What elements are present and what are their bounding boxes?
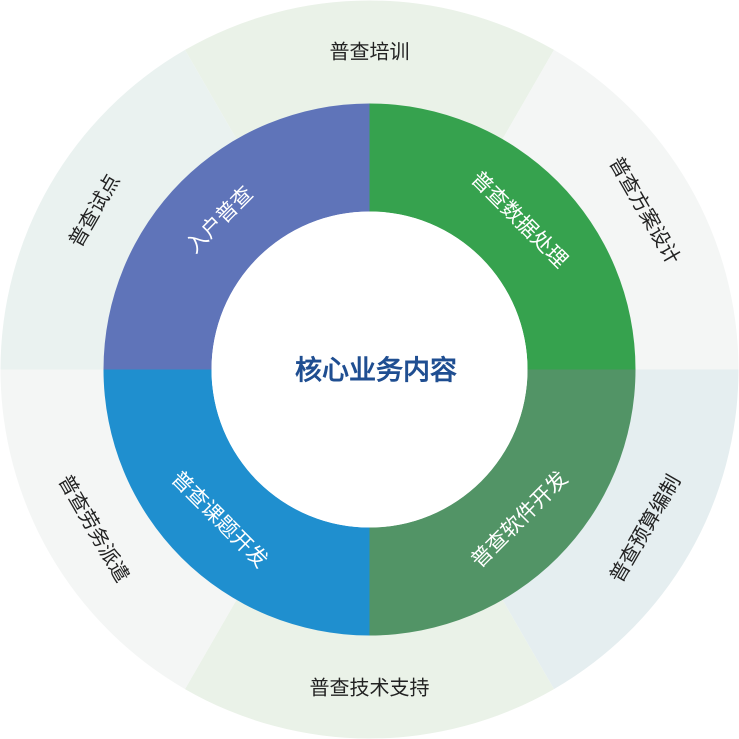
center-title: 核心业务内容 xyxy=(295,355,457,387)
inner-segment-software-dev xyxy=(369,369,636,636)
outer-segment-budget xyxy=(501,369,739,690)
outer-label-tech-support: 普查技术支持 xyxy=(310,676,430,700)
inner-ring xyxy=(103,103,636,636)
outer-label-training: 普查培训 xyxy=(330,40,410,64)
outer-segment-training xyxy=(185,0,554,141)
outer-segment-pilot xyxy=(0,49,238,370)
outer-segment-plan-design xyxy=(501,49,739,370)
outer-segment-tech-support xyxy=(185,598,554,739)
center-disc xyxy=(211,211,528,528)
outer-segment-labor-dispatch xyxy=(0,369,238,690)
inner-segment-household-survey xyxy=(103,103,370,370)
inner-segment-research-dev xyxy=(103,369,370,636)
inner-segment-data-processing xyxy=(369,103,636,370)
